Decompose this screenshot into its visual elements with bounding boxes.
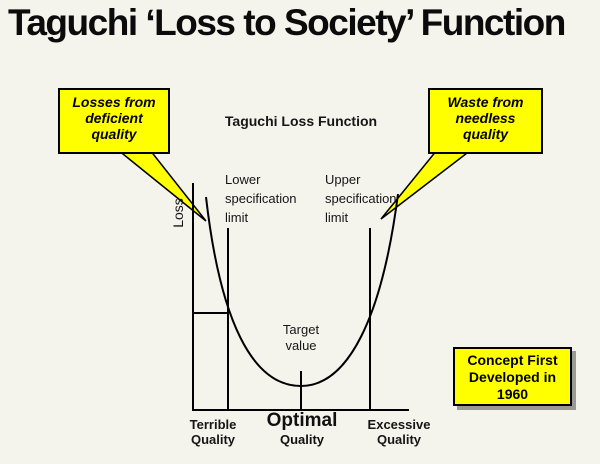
x-label-excessive-quality: Excessive Quality bbox=[367, 417, 431, 447]
x-label-optimal-sub: Quality bbox=[279, 432, 325, 447]
target-value-label: Target value bbox=[282, 322, 320, 353]
y-axis-label: Loss bbox=[170, 198, 186, 228]
concept-first-developed-box: Concept First Developed in 1960 bbox=[453, 347, 572, 406]
callout-losses-deficient-quality: Losses from deficient quality bbox=[58, 88, 170, 154]
upper-spec-limit-label: Upper specification limit bbox=[325, 172, 397, 225]
lower-spec-limit-label: Lower specification limit bbox=[225, 172, 297, 225]
x-label-optimal: Optimal bbox=[266, 410, 338, 431]
loss-curve bbox=[205, 193, 399, 388]
callout-waste-needless-quality: Waste from needless quality bbox=[428, 88, 543, 154]
page-title: Taguchi ‘Loss to Society’ Function bbox=[8, 2, 566, 43]
chart-title: Taguchi Loss Function bbox=[224, 113, 378, 129]
x-label-terrible-quality: Terrible Quality bbox=[189, 417, 237, 447]
x-label-optimal-quality: Optimal Quality bbox=[253, 411, 351, 447]
